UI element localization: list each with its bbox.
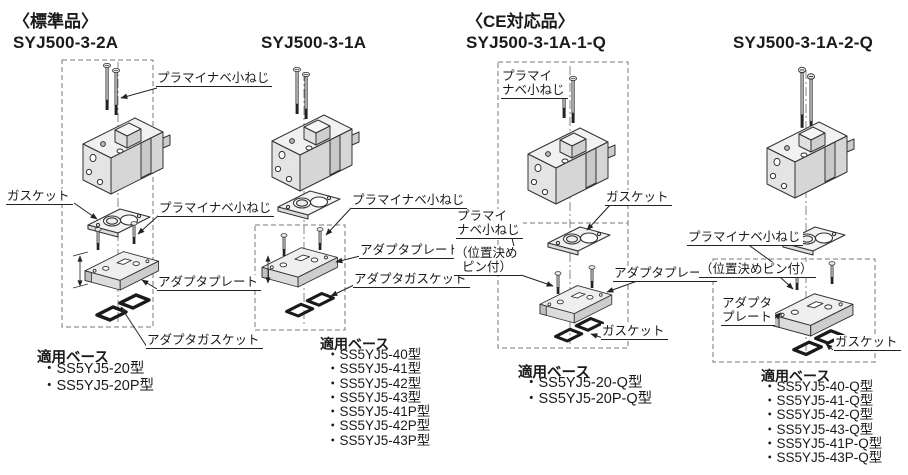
col1-top-screws [103, 63, 119, 115]
col1-adapter-gasket [95, 293, 151, 322]
col3-label-adapter-plate: アダプタプレート [613, 266, 718, 282]
base-list-item: ・SS5YJ5-43型 [326, 389, 422, 405]
col2-label-adapter-gasket: アダプタガスケット [353, 272, 470, 288]
col4-valve-body [766, 121, 855, 199]
col1-adapter-plate [84, 251, 160, 291]
col4-top-screws [798, 67, 814, 134]
col4-label-adapter-plate-line2: プレート [722, 310, 773, 324]
col2-mid-screw-right [316, 227, 324, 251]
col4-applicable-base-list: ・SS5YJ5-40-Q型・SS5YJ5-41-Q型・SS5YJ5-42-Q型・… [763, 379, 883, 466]
base-list-item: ・SS5YJ5-41P型 [326, 404, 431, 420]
col4-parts [766, 67, 855, 357]
col1-applicable-base-list: ・SS5YJ5-20型・SS5YJ5-20P型 [42, 361, 154, 394]
base-list-item: ・SS5YJ5-20P-Q型 [524, 390, 653, 407]
col1-dimension-arrow [72, 251, 89, 289]
col2-mid-screw-left [280, 233, 288, 257]
base-list-item: ・SS5YJ5-40-Q型 [763, 379, 874, 394]
base-list-item: ・SS5YJ5-42型 [326, 375, 422, 391]
kit-box-col1 [61, 59, 154, 328]
col1-parts [72, 63, 171, 322]
col2-applicable-base-title: 適用ベース [320, 336, 390, 352]
col4-label-adapter-plate: アダプタ プレート [721, 296, 776, 326]
base-list-item: ・SS5YJ5-43-Q型 [763, 421, 874, 437]
col1-applicable-base-title: 適用ベース [37, 350, 109, 366]
col1-label-mid-screw: プラマイナベ小ねじ [158, 201, 275, 217]
base-list-item: ・SS5YJ5-43P型 [326, 432, 431, 448]
base-list-item: ・SS5YJ5-42-Q型 [763, 407, 874, 423]
col4-label-pin-note: （位置決めピン付） [699, 262, 816, 278]
col4-adapter-plate [771, 293, 854, 337]
col3-label-lower-gasket: ガスケット [601, 324, 668, 340]
col3-label-top-screw-line2: ナベ小ねじ [502, 83, 565, 97]
kit-box-col3-lower [497, 222, 629, 349]
col3-lower-gasket [554, 316, 604, 343]
col3-parts [527, 71, 616, 343]
model-number-col3: SYJ500-3-1A-1-Q [466, 33, 607, 52]
leader-lines [73, 87, 834, 351]
col2-top-screws [293, 67, 309, 119]
col2-applicable-base-list: ・SS5YJ5-40型・SS5YJ5-41型・SS5YJ5-42型・SS5YJ5… [326, 347, 431, 448]
base-list-item: ・SS5YJ5-41-Q型 [763, 393, 874, 409]
col1-label-adapter-gasket: アダプタガスケット [146, 333, 263, 349]
col3-label-pin-note-line1: （位置決め [455, 246, 518, 260]
base-list-item: ・SS5YJ5-40型 [326, 347, 422, 362]
col1-label-top-screw: プラマイナベ小ねじ [156, 71, 273, 87]
col1-mid-screw-right [130, 221, 138, 245]
col3-label-pin-note: （位置決め ピン付） [454, 246, 521, 276]
col3-valve-body [527, 127, 616, 205]
col3-applicable-base-title: 適用ベース [518, 365, 590, 381]
col4-label-mid-screw: プラマイナベ小ねじ [687, 230, 804, 246]
col3-label-mid-screw: プラマイ ナベ小ねじ [456, 209, 523, 239]
col2-gasket [277, 190, 341, 220]
col3-mid-screw-left [554, 271, 562, 295]
col2-parts [261, 67, 360, 318]
base-list-item: ・SS5YJ5-20-Q型 [524, 375, 643, 391]
base-list-item: ・SS5YJ5-43P-Q型 [763, 450, 883, 466]
col3-label-pin-note-line2: ピン付） [462, 260, 513, 274]
col2-adapter-gasket [285, 291, 335, 318]
col1-mid-screw-left [94, 227, 102, 251]
base-list-item: ・SS5YJ5-20P型 [42, 377, 155, 394]
model-number-col2: SYJ500-3-1A [261, 33, 367, 52]
col3-gasket [547, 226, 611, 256]
base-list-item: ・SS5YJ5-41P-Q型 [763, 435, 883, 451]
col4-label-adapter-plate-line1: アダプタ [722, 296, 773, 310]
model-number-col4: SYJ500-3-1A-2-Q [733, 33, 874, 52]
base-list-item: ・SS5YJ5-20型 [42, 361, 145, 377]
col4-label-lower-gasket: ガスケット [834, 335, 901, 351]
col3-label-mid-screw-line2: ナベ小ねじ [457, 223, 520, 237]
col4-applicable-base-title: 適用ベース [761, 368, 831, 384]
model-number-col1: SYJ500-3-2A [13, 33, 119, 52]
dashed-kit-boxes [61, 59, 876, 363]
kit-box-col4 [712, 258, 876, 363]
col3-label-mid-screw-line1: プラマイ [457, 209, 508, 223]
col4-mid-screw-right [828, 261, 836, 285]
col3-mid-screw-right [588, 265, 596, 289]
col2-label-mid-screw: プラマイナベ小ねじ [351, 193, 468, 209]
ce-section-heading: 〈CE対応品〉 [466, 12, 575, 31]
col3-label-gasket: ガスケット [605, 190, 672, 206]
standard-section-heading: 〈標準品〉 [13, 12, 98, 31]
col3-label-top-screw-line1: プラマイ [502, 69, 553, 83]
col1-valve-body [82, 117, 171, 195]
col2-valve-body [271, 114, 360, 192]
col3-adapter-plate [539, 285, 613, 324]
col2-adapter-plate [261, 247, 338, 288]
col3-applicable-base-list: ・SS5YJ5-20-Q型・SS5YJ5-20P-Q型 [524, 375, 653, 408]
base-list-item: ・SS5YJ5-42P型 [326, 418, 431, 434]
col3-label-top-screw: プラマイ ナベ小ねじ [501, 69, 568, 99]
col2-label-adapter-plate: アダプタプレート [359, 243, 464, 259]
col1-label-gasket: ガスケット [6, 189, 73, 205]
base-list-item: ・SS5YJ5-41型 [326, 361, 422, 377]
col1-label-adapter-plate: アダプタプレート [157, 275, 262, 291]
